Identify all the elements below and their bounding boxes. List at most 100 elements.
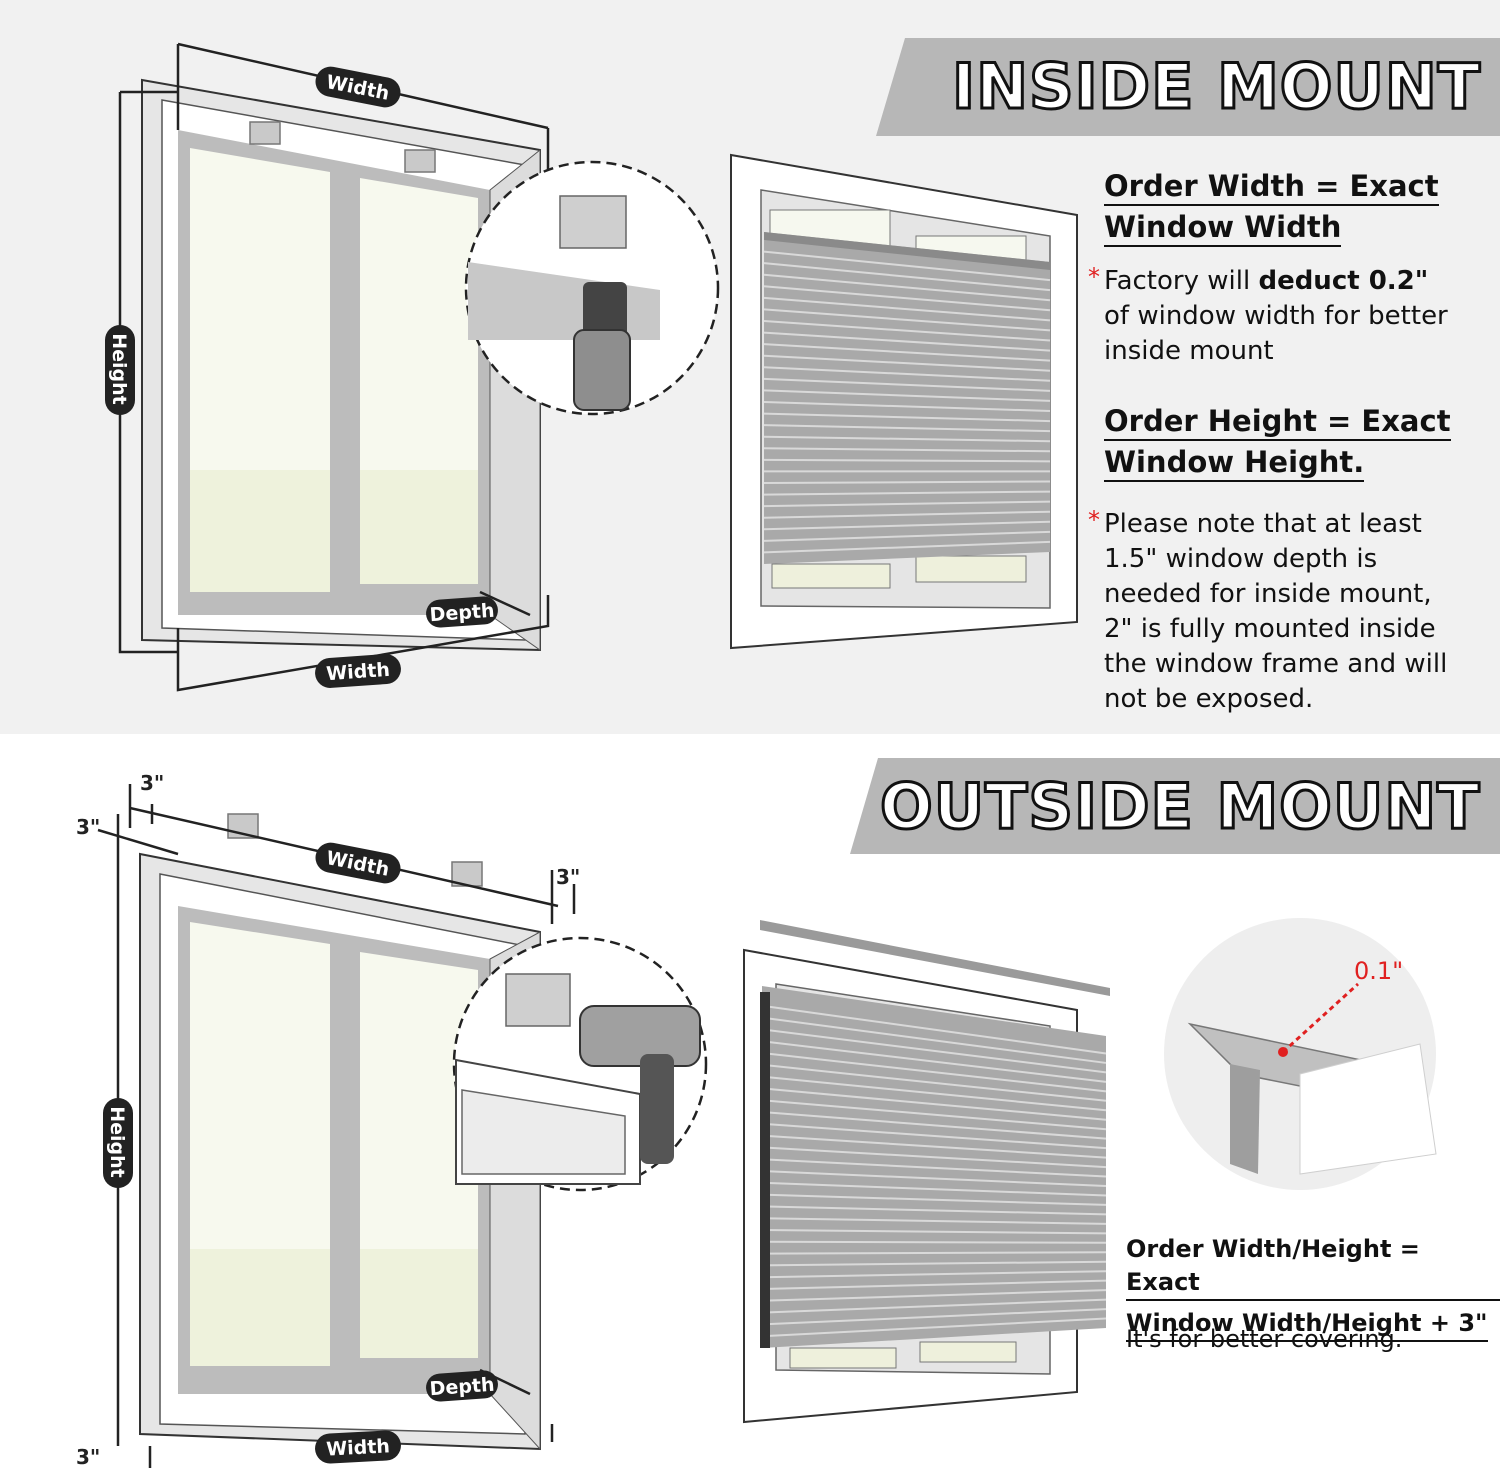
outside-dim-bottom: 3": [76, 1445, 100, 1469]
pleat-line: [761, 1289, 1107, 1302]
pleat-line: [761, 1170, 1107, 1187]
window-icon: [139, 852, 541, 1451]
outside-dim-top: 3": [140, 771, 164, 795]
inside-mount-section: Width Width Height Depth: [0, 0, 1500, 734]
pleated-shade-icon: [730, 153, 1078, 650]
pleat-line: [763, 424, 1051, 433]
pleat-line: [761, 1111, 1107, 1140]
pleat-line: [761, 1229, 1107, 1235]
pleat-line: [763, 480, 1051, 484]
pleat-line: [763, 296, 1051, 322]
pleat-line: [761, 1260, 1107, 1267]
inside-width-top-label: Width: [315, 66, 401, 108]
outside-covering-note: It's for better covering.: [1126, 1325, 1403, 1353]
pleat-line: [763, 285, 1051, 312]
inside-width-bottom-label: Width: [315, 654, 401, 688]
window-icon: [141, 78, 541, 652]
bracket-icon: [505, 973, 571, 1027]
outside-depth-label: Depth: [426, 1370, 498, 1402]
pleat-line: [763, 540, 1051, 554]
pleat-line: [763, 458, 1051, 463]
svg-text:Width: Width: [326, 659, 391, 685]
outside-height-label: Height: [103, 1098, 133, 1188]
pleat-line: [763, 320, 1051, 342]
inside-depth-label: Depth: [426, 596, 498, 628]
inside-detail-circle: [464, 160, 720, 416]
pleat-line: [761, 1158, 1107, 1178]
pleated-shade-icon: [743, 920, 1110, 1424]
inside-height-heading: Order Height = Exact Window Height.: [1104, 401, 1451, 483]
outside-mount-illustration: 3" 3" 3" 3" Width Width Height Depth: [76, 758, 1500, 1469]
svg-text:Height: Height: [108, 333, 130, 405]
pleat-line: [761, 1146, 1107, 1169]
outside-width-bottom-label: Width: [315, 1430, 401, 1464]
svg-text:Depth: Depth: [429, 1374, 495, 1400]
outside-mount-section: 3" 3" 3" 3" Width Width Height Depth: [0, 734, 1500, 1469]
pleat-line: [761, 1075, 1107, 1112]
outside-dim-left: 3": [76, 815, 100, 839]
pleat-line: [761, 1028, 1107, 1074]
pleat-line: [763, 490, 1051, 496]
inside-banner-shape: [876, 38, 1500, 136]
bracket-gap-callout: 0.1": [1354, 957, 1403, 985]
bracket-photo-circle: [1164, 918, 1437, 1190]
svg-text:Width: Width: [326, 1435, 391, 1460]
drill-icon: [579, 1005, 701, 1164]
inside-mount-illustration: Width Width Height Depth: [105, 38, 1500, 692]
pleat-line: [763, 510, 1051, 519]
pleat-line: [761, 1317, 1107, 1338]
pleat-line: [763, 308, 1051, 332]
svg-text:Depth: Depth: [429, 600, 495, 626]
inside-depth-note: *Please note that at least 1.5" window d…: [1088, 506, 1448, 714]
pleat-line: [763, 331, 1051, 352]
pleat-line: [763, 520, 1051, 531]
pleat-line: [763, 447, 1051, 453]
pleat-line: [761, 1052, 1107, 1093]
pleat-line: [761, 1270, 1107, 1279]
pleat-line: [761, 1298, 1107, 1314]
pleat-line: [761, 1181, 1107, 1197]
pleat-line: [761, 1240, 1107, 1244]
pleat-line: [761, 1040, 1107, 1083]
pleat-line: [763, 435, 1051, 443]
inside-mount-title: INSIDE MOUNT: [950, 49, 1482, 125]
pleat-line: [761, 1087, 1107, 1121]
pleat-line: [763, 366, 1051, 382]
bracket-icon: [559, 195, 627, 249]
outside-detail-circle: [452, 936, 708, 1192]
outside-dim-right: 3": [556, 865, 580, 889]
pleat-line: [761, 1308, 1107, 1326]
outside-mount-title: OUTSIDE MOUNT: [878, 769, 1481, 845]
svg-text:Height: Height: [106, 1106, 128, 1178]
pleat-line: [761, 1134, 1107, 1159]
pleat-line: [761, 1016, 1107, 1064]
pleat-line: [761, 1279, 1107, 1290]
pleat-line: [763, 412, 1051, 423]
inside-height-label: Height: [105, 325, 135, 415]
inside-deduct-note: *Factory will deduct 0.2" of window widt…: [1088, 263, 1448, 366]
outside-banner-shape: [850, 758, 1500, 854]
pleat-line: [763, 401, 1051, 412]
pleat-line: [761, 1193, 1107, 1206]
outside-order-heading: Order Width/Height = Exact Window Width/…: [1126, 1233, 1500, 1344]
pleat-line: [761, 1099, 1107, 1131]
outside-width-top-label: Width: [315, 842, 401, 884]
pleat-line: [761, 1205, 1107, 1216]
pleat-line: [761, 1004, 1107, 1055]
pleat-line: [763, 343, 1051, 362]
bracket-icon: [249, 121, 436, 173]
pleat-line: [761, 1251, 1107, 1255]
pleat-line: [763, 354, 1051, 372]
pleat-line: [763, 273, 1051, 302]
pleat-line: [763, 250, 1051, 282]
pleat-line: [763, 262, 1051, 292]
pleat-line: [761, 1063, 1107, 1102]
inside-width-heading: Order Width = Exact Window Width: [1104, 166, 1439, 248]
pleat-line: [763, 377, 1051, 392]
pleat-line: [763, 500, 1051, 508]
pleat-line: [763, 530, 1051, 542]
pleat-line: [761, 1122, 1107, 1150]
pleat-line: [761, 1217, 1107, 1225]
pleat-line: [763, 389, 1051, 402]
drill-icon: [573, 282, 631, 411]
